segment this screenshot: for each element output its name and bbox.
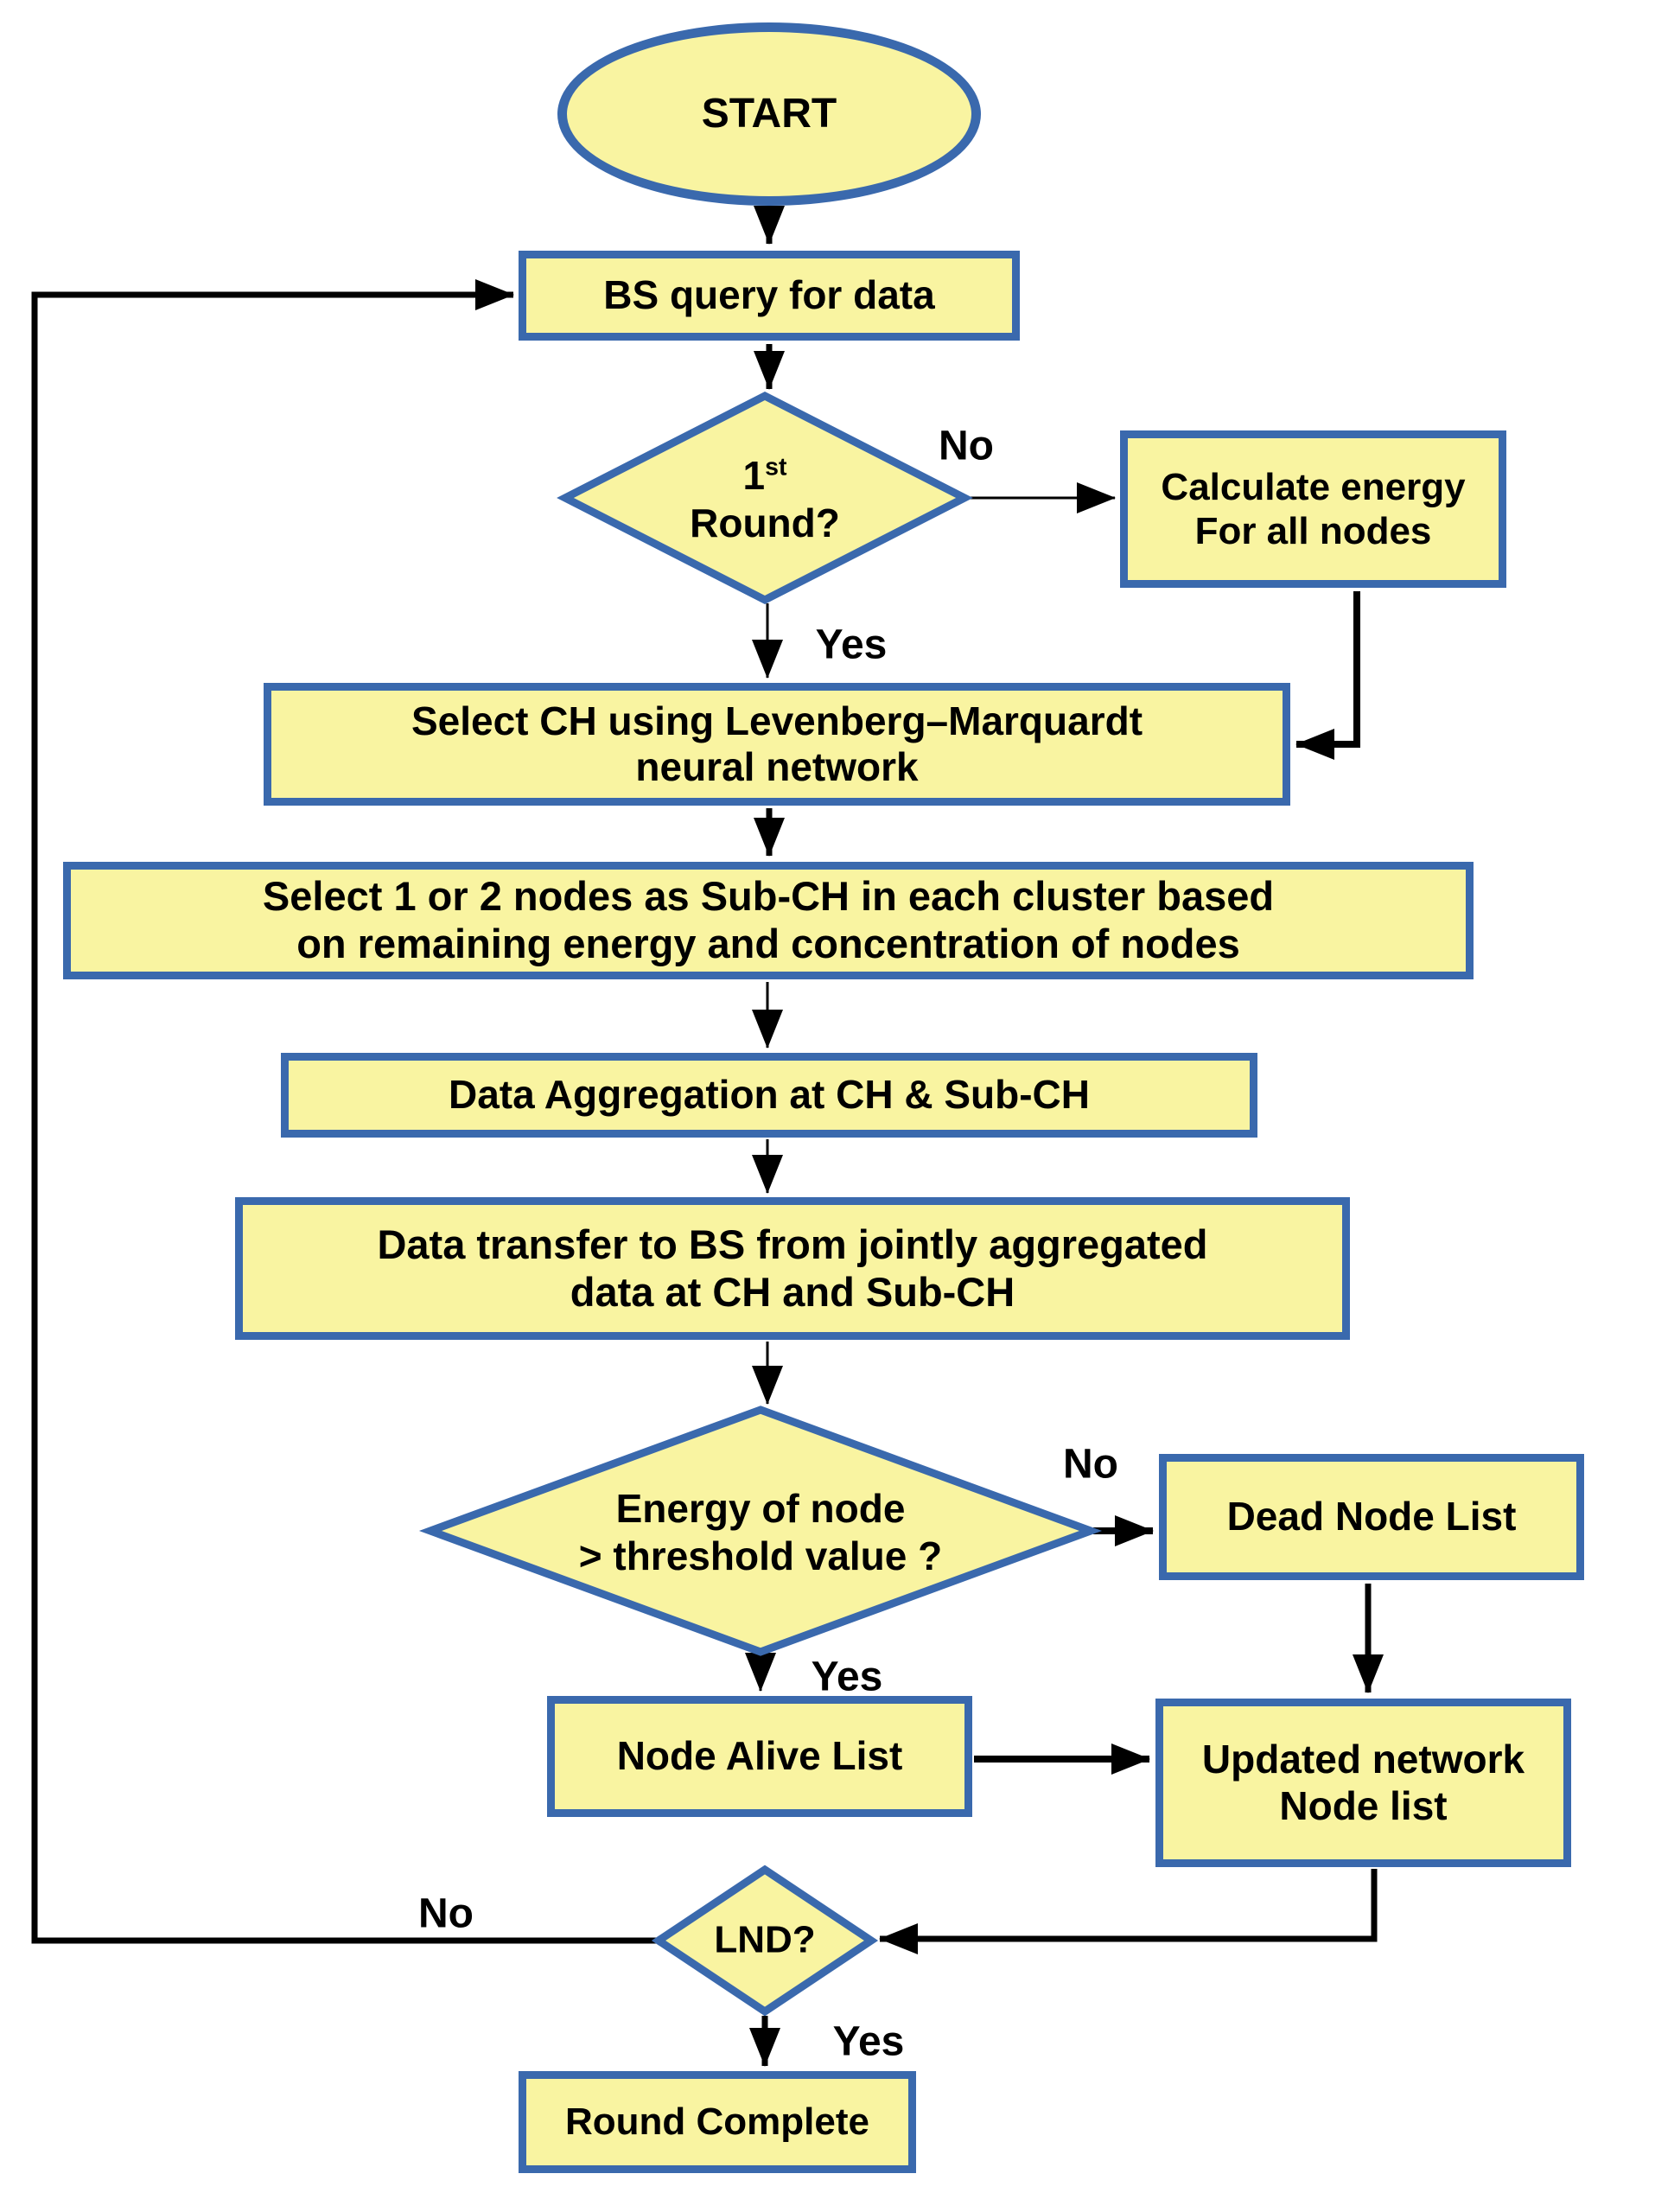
- branch-label-first-round-no: No: [939, 423, 994, 469]
- calculate-energy-line2: For all nodes: [1194, 510, 1432, 552]
- process-data-aggregation: Data Aggregation at CH & Sub-CH: [281, 1053, 1257, 1138]
- process-round-complete: Round Complete: [519, 2071, 916, 2173]
- energy-threshold-decision-label: Energy of node > threshold value ?: [579, 1485, 943, 1580]
- first-round-line2: Round?: [690, 500, 840, 545]
- start-terminator: START: [557, 22, 981, 206]
- process-calculate-energy: Calculate energy For all nodes: [1120, 430, 1506, 588]
- data-transfer-line1: Data transfer to BS from jointly aggrega…: [377, 1221, 1208, 1267]
- decision-first-round-shape: [557, 391, 973, 605]
- process-dead-node-list: Dead Node List: [1159, 1454, 1584, 1580]
- select-sub-ch-line1: Select 1 or 2 nodes as Sub-CH in each cl…: [262, 873, 1275, 920]
- select-ch-line2: neural network: [635, 744, 919, 789]
- process-node-alive-list: Node Alive List: [547, 1696, 972, 1817]
- branch-label-energy-no: No: [1063, 1441, 1118, 1488]
- arrow-updated-network-to-lnd: [879, 1869, 1378, 1954]
- energy-check-line2: > threshold value ?: [578, 1533, 943, 1578]
- select-sub-ch-line2: on remaining energy and concentration of…: [296, 921, 1240, 966]
- updated-network-line1: Updated network: [1201, 1737, 1525, 1782]
- branch-label-energy-yes: Yes: [811, 1654, 883, 1700]
- lnd-decision-label: LND?: [714, 1918, 816, 1961]
- decision-lnd-shape: [651, 1865, 879, 2017]
- calculate-energy-line1: Calculate energy: [1161, 465, 1466, 508]
- node-alive-list-label: Node Alive List: [616, 1733, 903, 1779]
- updated-network-line2: Node list: [1279, 1782, 1448, 1828]
- first-round-line1: 1st: [742, 452, 787, 498]
- start-label: START: [701, 91, 837, 137]
- first-round-ordinal: st: [765, 453, 787, 481]
- energy-check-line1: Energy of node: [615, 1485, 906, 1531]
- branch-label-first-round-yes: Yes: [815, 622, 888, 668]
- arrow-loopback-lnd-no-to-bs-query: [31, 279, 659, 1944]
- dead-node-list-label: Dead Node List: [1226, 1494, 1517, 1539]
- process-data-transfer: Data transfer to BS from jointly aggrega…: [235, 1197, 1350, 1340]
- process-select-sub-ch: Select 1 or 2 nodes as Sub-CH in each cl…: [63, 862, 1474, 979]
- round-complete-label: Round Complete: [565, 2100, 869, 2144]
- select-ch-line1: Select CH using Levenberg–Marquardt: [411, 698, 1143, 743]
- data-aggregation-label: Data Aggregation at CH & Sub-CH: [449, 1072, 1090, 1118]
- process-updated-network-node-list: Updated network Node list: [1155, 1699, 1571, 1867]
- process-select-ch: Select CH using Levenberg–Marquardt neur…: [264, 683, 1290, 806]
- data-transfer-line2: data at CH and Sub-CH: [570, 1268, 1015, 1315]
- bs-query-label: BS query for data: [603, 272, 935, 318]
- arrow-calc-energy-to-select-ch: [1295, 591, 1360, 760]
- branch-label-lnd-no: No: [418, 1890, 474, 1937]
- first-round-decision-label: 1st Round?: [690, 452, 840, 547]
- process-bs-query: BS query for data: [519, 251, 1020, 341]
- decision-energy-threshold-shape: [418, 1406, 1103, 1656]
- branch-label-lnd-yes: Yes: [832, 2018, 905, 2065]
